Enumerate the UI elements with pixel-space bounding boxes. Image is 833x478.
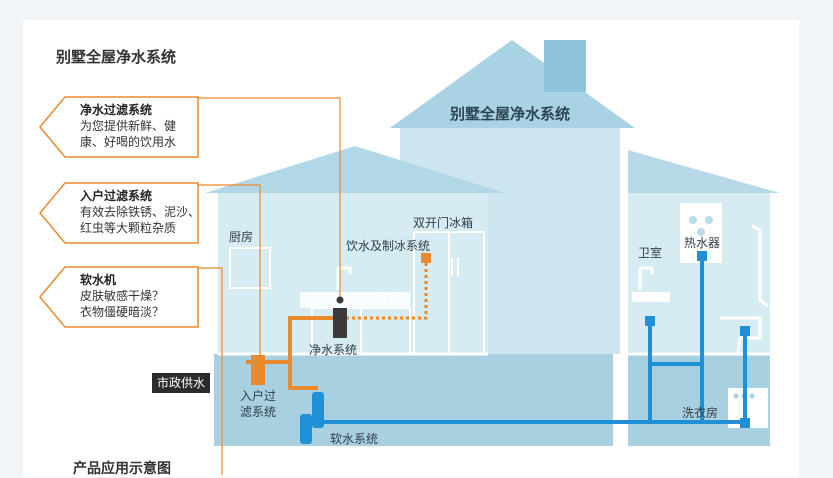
purifier-unit-icon: [333, 308, 347, 338]
callout-softener: 软水机 皮肤敏感干燥？ 衣物僵硬暗淡？: [80, 272, 164, 320]
softener-unit-1: [312, 392, 324, 428]
label-inlet-filter-1: 入户过: [240, 389, 277, 403]
ice-dotted-line: [346, 260, 428, 320]
bath-faucet-icon: [638, 266, 654, 290]
right-roof: [628, 150, 780, 193]
callout-frame-inlet: [39, 182, 199, 244]
bath-sink: [632, 292, 670, 302]
label-purifier-system: 净水系统: [309, 343, 358, 357]
center-roof: [390, 40, 635, 128]
callout-purifier-line2: 康、好喝的饮用水: [80, 135, 177, 149]
callout-softener-title: 软水机: [80, 273, 117, 287]
callout-inlet-line2: 红虫等大颗粒杂质: [80, 221, 177, 235]
kitchen-counter: [300, 292, 410, 308]
label-bathroom: 卫室: [638, 246, 663, 260]
callout-purifier-title: 净水过滤系统: [80, 103, 153, 117]
fridge-inlet-icon: [421, 253, 431, 263]
label-inlet-filter-2: 滤系统: [240, 405, 277, 419]
label-water-heater: 热水器: [684, 236, 721, 250]
callout-frame-softener: [39, 266, 199, 328]
callout-softener-line2: 衣物僵硬暗淡？: [80, 305, 165, 319]
callout-purifier-line1: 为您提供新鲜、健: [80, 119, 177, 133]
callout-softener-line1: 皮肤敏感干燥？: [80, 289, 165, 303]
label-fridge: 双开门冰箱: [413, 216, 474, 230]
callout-frame-purifier: [39, 96, 199, 158]
basement-left: [214, 354, 613, 446]
callout-purifier: 净水过滤系统 为您提供新鲜、健 康、好喝的饮用水: [80, 102, 176, 150]
orange-pipe-2: [288, 362, 318, 390]
label-kitchen: 厨房: [229, 230, 254, 244]
page-title: 别墅全屋净水系统: [56, 48, 177, 66]
label-softener-system: 软水系统: [330, 432, 379, 446]
chimney: [544, 40, 586, 92]
orange-pipe-1: [258, 316, 340, 364]
house-title: 别墅全屋净水系统: [450, 105, 571, 123]
shower-icon: [751, 224, 769, 308]
callout-inlet-title: 入户过滤系统: [80, 189, 153, 203]
toilet-icon: [720, 316, 762, 355]
kitchen-faucet-icon: [336, 266, 352, 290]
callout-inlet: 入户过滤系统 有效去除铁锈、泥沙、 红虫等大颗粒杂质: [80, 188, 200, 236]
inlet-filter-unit-icon: [251, 355, 265, 385]
left-roof: [205, 146, 505, 193]
label-drinking-ice: 饮水及制冰系统: [346, 239, 431, 253]
left-house-body: [218, 193, 488, 354]
callout-inlet-line1: 有效去除铁锈、泥沙、: [80, 205, 201, 219]
softener-unit-2: [300, 414, 312, 444]
label-municipal-supply: 市政供水: [152, 373, 211, 393]
label-laundry: 洗衣房: [682, 406, 719, 420]
footer-title: 产品应用示意图: [73, 461, 171, 477]
